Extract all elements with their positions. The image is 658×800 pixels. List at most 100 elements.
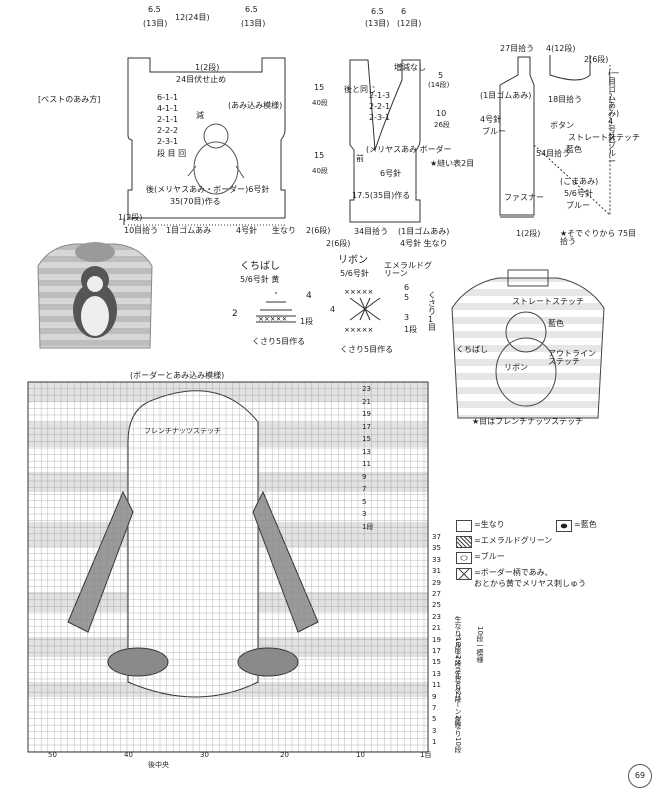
row-label: 23	[362, 385, 371, 393]
collar-right-vertical: (一目ゴムあみ)4号針 ブルー	[608, 69, 620, 166]
row-label: 9	[432, 692, 437, 701]
front-height2-rows: 26段	[434, 121, 450, 129]
row-label: 5	[432, 715, 437, 724]
illus-french: ★目はフレンチナッツステッチ	[472, 417, 584, 426]
back-bindoff: 24目伏せ止め	[176, 75, 227, 84]
front-height2: 10	[436, 109, 447, 118]
ribbon-hook: 5/6号針	[340, 269, 369, 278]
illus-beak: くちばし	[456, 345, 488, 354]
svg-text:×××××: ×××××	[344, 326, 373, 334]
collar-ribbing: (1目ゴムあみ)	[480, 91, 532, 100]
row-label: 15	[432, 658, 441, 667]
front-same-as-back: 後と同じ	[344, 85, 376, 94]
collar-hook-color: ブルー	[566, 201, 590, 210]
section-title: [ベストのあみ方]	[38, 95, 101, 104]
back-sub-right: (13目)	[241, 19, 266, 28]
front-dec-3: 2-3-1	[369, 113, 391, 122]
row-label: 5	[362, 497, 367, 506]
legend-blue: =ブルー	[474, 552, 505, 561]
back-height-bottom: 15	[314, 151, 325, 160]
front-pattern: (メリヤスあみ ボーダー	[366, 145, 452, 154]
front-dec-2: 2-2-1	[369, 102, 391, 111]
legend: =生なり =藍色 =エメラルドグリーン =ブルー =ボーダー柄であみ、 おとから…	[456, 520, 636, 592]
row-label: 7	[362, 485, 367, 493]
front-width: 17.5(35目)作る	[352, 191, 411, 200]
vest-illustration	[451, 269, 605, 419]
illus-straight: ストレートステッチ	[512, 297, 584, 306]
chart-title: (ボーダーとあみ込み模様)	[130, 371, 225, 380]
chart-note: エメラルドグリーン2段	[454, 652, 462, 727]
front-sub-right: (12目)	[397, 19, 422, 28]
legend-border: =ボーダー柄であみ、	[474, 568, 553, 577]
back-dec-4: 2-2-2	[157, 126, 179, 135]
collar-rows-right: 2(6段)	[584, 55, 609, 64]
front-ribbing-desc: (1目ゴムあみ)	[398, 227, 450, 236]
back-ribbing-pick: 10目拾う	[124, 226, 159, 235]
finishing-diagram	[499, 55, 611, 218]
back-dec-2: 4-1-1	[157, 104, 179, 113]
front-sub-left: (13目)	[365, 19, 390, 28]
row-label: 1段	[362, 522, 374, 531]
row-label: 1	[432, 738, 437, 747]
front-top-left: 6.5	[371, 7, 384, 16]
collar-zip: ファスナー	[504, 193, 544, 202]
collar-pick-top: 27目拾う	[500, 44, 535, 53]
back-top-center: 12(24目)	[175, 13, 210, 22]
row-label: 37	[432, 533, 441, 541]
legend-blue-swatch	[456, 552, 472, 564]
back-dec-5: 2-3-1	[157, 137, 179, 146]
collar-button: ボタン	[550, 121, 574, 130]
row-label: 3	[432, 726, 437, 735]
front-height: 5	[438, 71, 444, 80]
beak-title: くちばし	[240, 261, 280, 272]
back-penguin-sketch	[187, 123, 245, 195]
back-height-bottom-rows: 40段	[312, 167, 328, 175]
svg-text:×××××: ×××××	[258, 315, 287, 323]
row-label: 9	[362, 472, 367, 481]
row-label: 3	[362, 510, 367, 518]
collar-needle: 4号針	[480, 115, 502, 124]
legend-navy-swatch	[556, 520, 572, 532]
collar-hook: 5/6号針	[564, 189, 593, 198]
col-label: 30	[200, 751, 209, 759]
ribbon-color: エメラルドグリーン	[384, 261, 432, 278]
col-label: 20	[280, 751, 289, 759]
back-bottom-left: 1(2段)	[118, 213, 143, 222]
back-ribbing-desc: 1目ゴムあみ	[166, 226, 212, 235]
front-label: 前	[356, 154, 364, 163]
ribbon-chain: くさり5目作る	[340, 345, 394, 354]
back-yarn: 生なり	[272, 226, 296, 235]
ribbon-row-3: 3	[404, 313, 410, 322]
chart-band	[28, 382, 428, 402]
chart-note: 10段一模様	[476, 626, 484, 663]
back-ribbing-rows: 2(6段)	[306, 226, 331, 235]
back-height-top-rows: 40段	[312, 99, 328, 107]
col-label: 50	[48, 751, 57, 759]
row-label: 23	[432, 612, 441, 621]
chart-penguin-foot	[107, 647, 169, 677]
ribbon-title: リボン	[338, 255, 368, 266]
legend-border-swatch	[456, 568, 472, 580]
back-width: 35(70目)作る	[170, 197, 221, 206]
beak-stitch-diagram: ×××××	[256, 292, 296, 323]
collar-garter: (こまあみ)	[560, 177, 599, 186]
illus-navy: 藍色	[548, 319, 564, 328]
back-pattern: (あみ込み模様)	[228, 101, 283, 110]
knitting-chart	[27, 381, 429, 753]
chart-french-knot: フレンチナッツステッチ	[144, 427, 221, 435]
ribbon-row-1: 1段	[404, 325, 418, 334]
collar-navy: 藍色	[566, 145, 582, 154]
back-dec-1: 6-1-1	[157, 93, 179, 102]
collar-straight: ストレートステッチ	[568, 133, 640, 142]
row-label: 35	[432, 544, 441, 553]
ribbon-row-4: 4	[330, 305, 336, 314]
col-label: 1目	[420, 751, 432, 759]
back-top-right: 6.5	[245, 5, 258, 14]
chart-note: 生なり10段	[454, 716, 462, 753]
row-label: 19	[432, 635, 441, 644]
back-top-left: 6.5	[148, 5, 161, 14]
row-label: 17	[362, 422, 371, 431]
ribbon-stitch-diagram: ××××× ×××××	[344, 288, 381, 334]
row-label: 31	[432, 567, 441, 576]
